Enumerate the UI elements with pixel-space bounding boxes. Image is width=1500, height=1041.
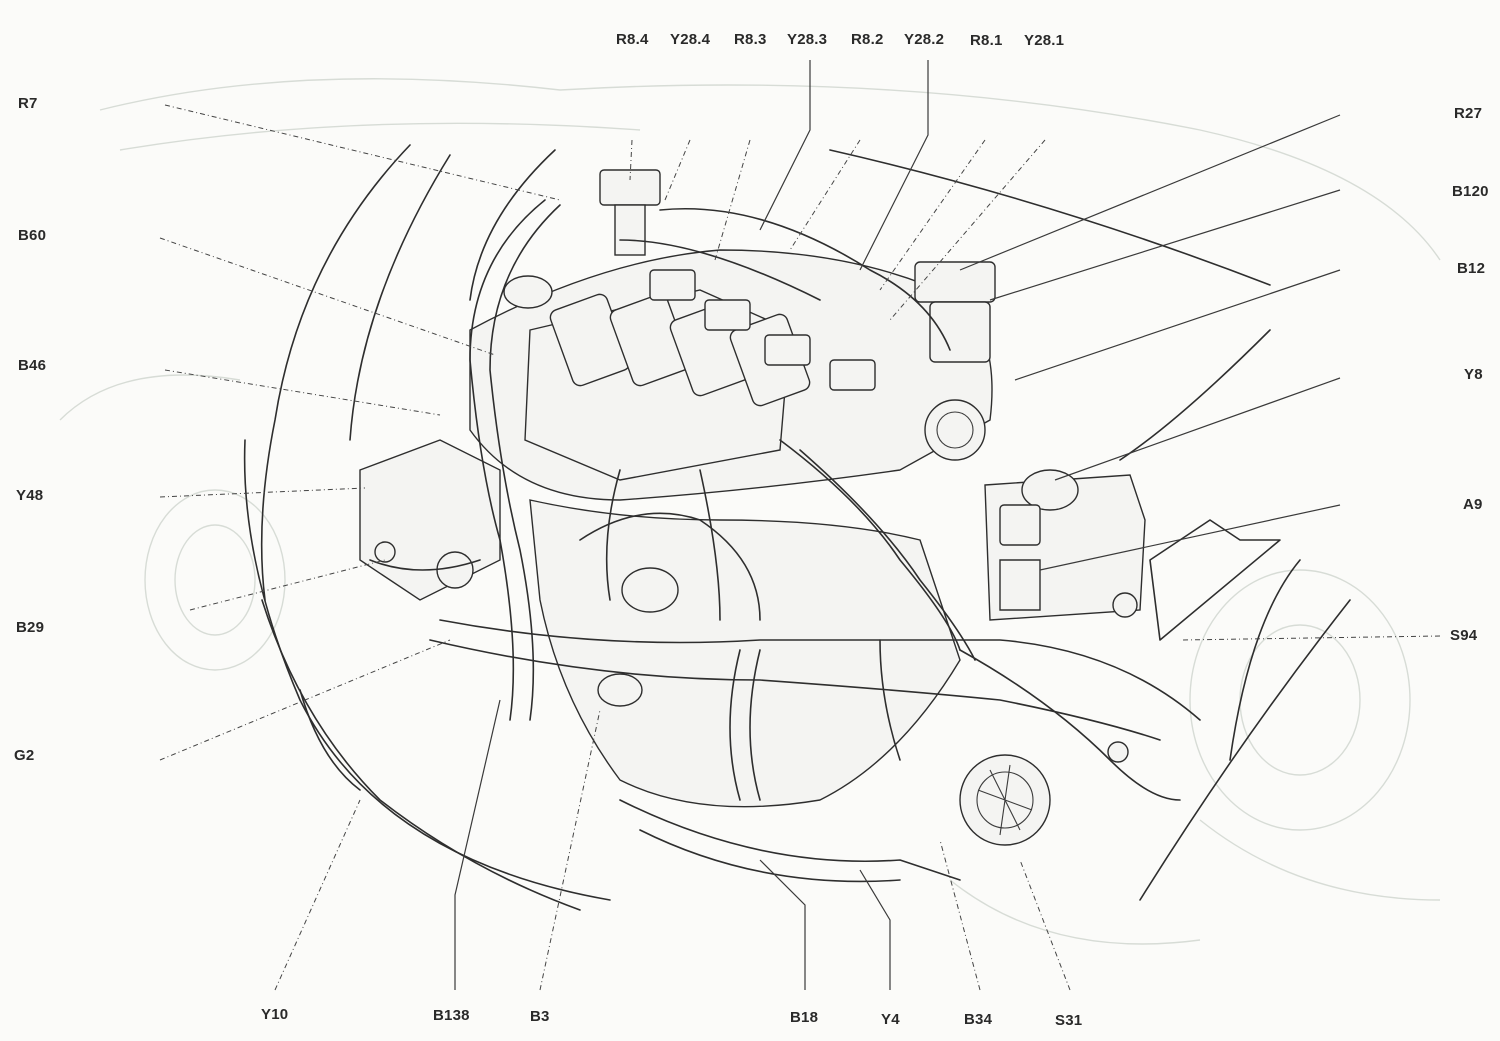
label-Y28-1: Y28.1 — [1024, 32, 1065, 49]
label-S31: S31 — [1055, 1012, 1083, 1029]
label-B46: B46 — [18, 357, 47, 374]
label-B138: B138 — [433, 1007, 470, 1024]
label-R8-1: R8.1 — [970, 32, 1003, 49]
leader-lines — [159, 60, 1441, 991]
label-B60: B60 — [18, 227, 47, 244]
label-Y10: Y10 — [261, 1006, 289, 1023]
label-B34: B34 — [964, 1011, 993, 1028]
label-Y28-4: Y28.4 — [670, 31, 711, 48]
label-A9: A9 — [1463, 496, 1483, 513]
label-B3: B3 — [530, 1008, 550, 1025]
label-R7: R7 — [18, 95, 38, 112]
hood-and-fenders — [243, 144, 1351, 911]
label-B12: B12 — [1457, 260, 1486, 277]
label-Y28-3: Y28.3 — [787, 31, 828, 48]
label-R8-4: R8.4 — [616, 31, 649, 48]
hoses-and-harness — [369, 199, 1201, 801]
label-B29: B29 — [16, 619, 45, 636]
label-R8-3: R8.3 — [734, 31, 767, 48]
label-Y48: Y48 — [16, 487, 44, 504]
label-S94: S94 — [1450, 627, 1478, 644]
label-R8-2: R8.2 — [851, 31, 884, 48]
label-Y28-2: Y28.2 — [904, 31, 945, 48]
label-R27: R27 — [1454, 105, 1483, 122]
label-B18: B18 — [790, 1009, 819, 1026]
label-Y8: Y8 — [1464, 366, 1483, 383]
vehicle-body-outline — [59, 78, 1441, 945]
label-G2: G2 — [14, 747, 35, 764]
label-Y4: Y4 — [881, 1011, 900, 1028]
label-B120: B120 — [1452, 183, 1489, 200]
engine-assembly — [359, 169, 1146, 883]
